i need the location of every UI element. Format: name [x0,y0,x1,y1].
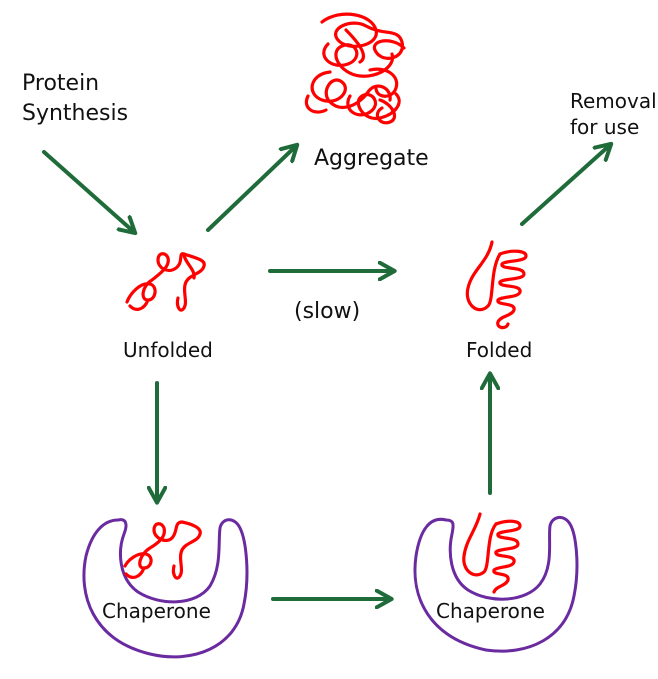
chaperone-left [84,520,247,657]
label-removal-1: Removal [570,89,657,113]
folded-protein [467,242,526,328]
label-protein-synthesis-2: Synthesis [22,101,128,126]
label-folded: Folded [466,338,532,362]
label-removal-2: for use [570,115,639,139]
arrow-synthesis-to-unfolded [44,152,134,232]
aggregate-protein-tangle [306,14,404,123]
chaperone-right [415,514,577,651]
label-chaperone-right: Chaperone [436,599,545,623]
label-chaperone-left: Chaperone [102,599,211,623]
label-aggregate: Aggregate [314,146,429,171]
label-protein-synthesis-1: Protein [22,71,99,96]
label-unfolded: Unfolded [123,338,213,362]
arrow-unfolded-to-aggregate [208,146,296,230]
unfolded-protein [127,254,204,310]
label-slow: (slow) [294,299,360,324]
arrow-folded-to-removal [522,145,610,224]
